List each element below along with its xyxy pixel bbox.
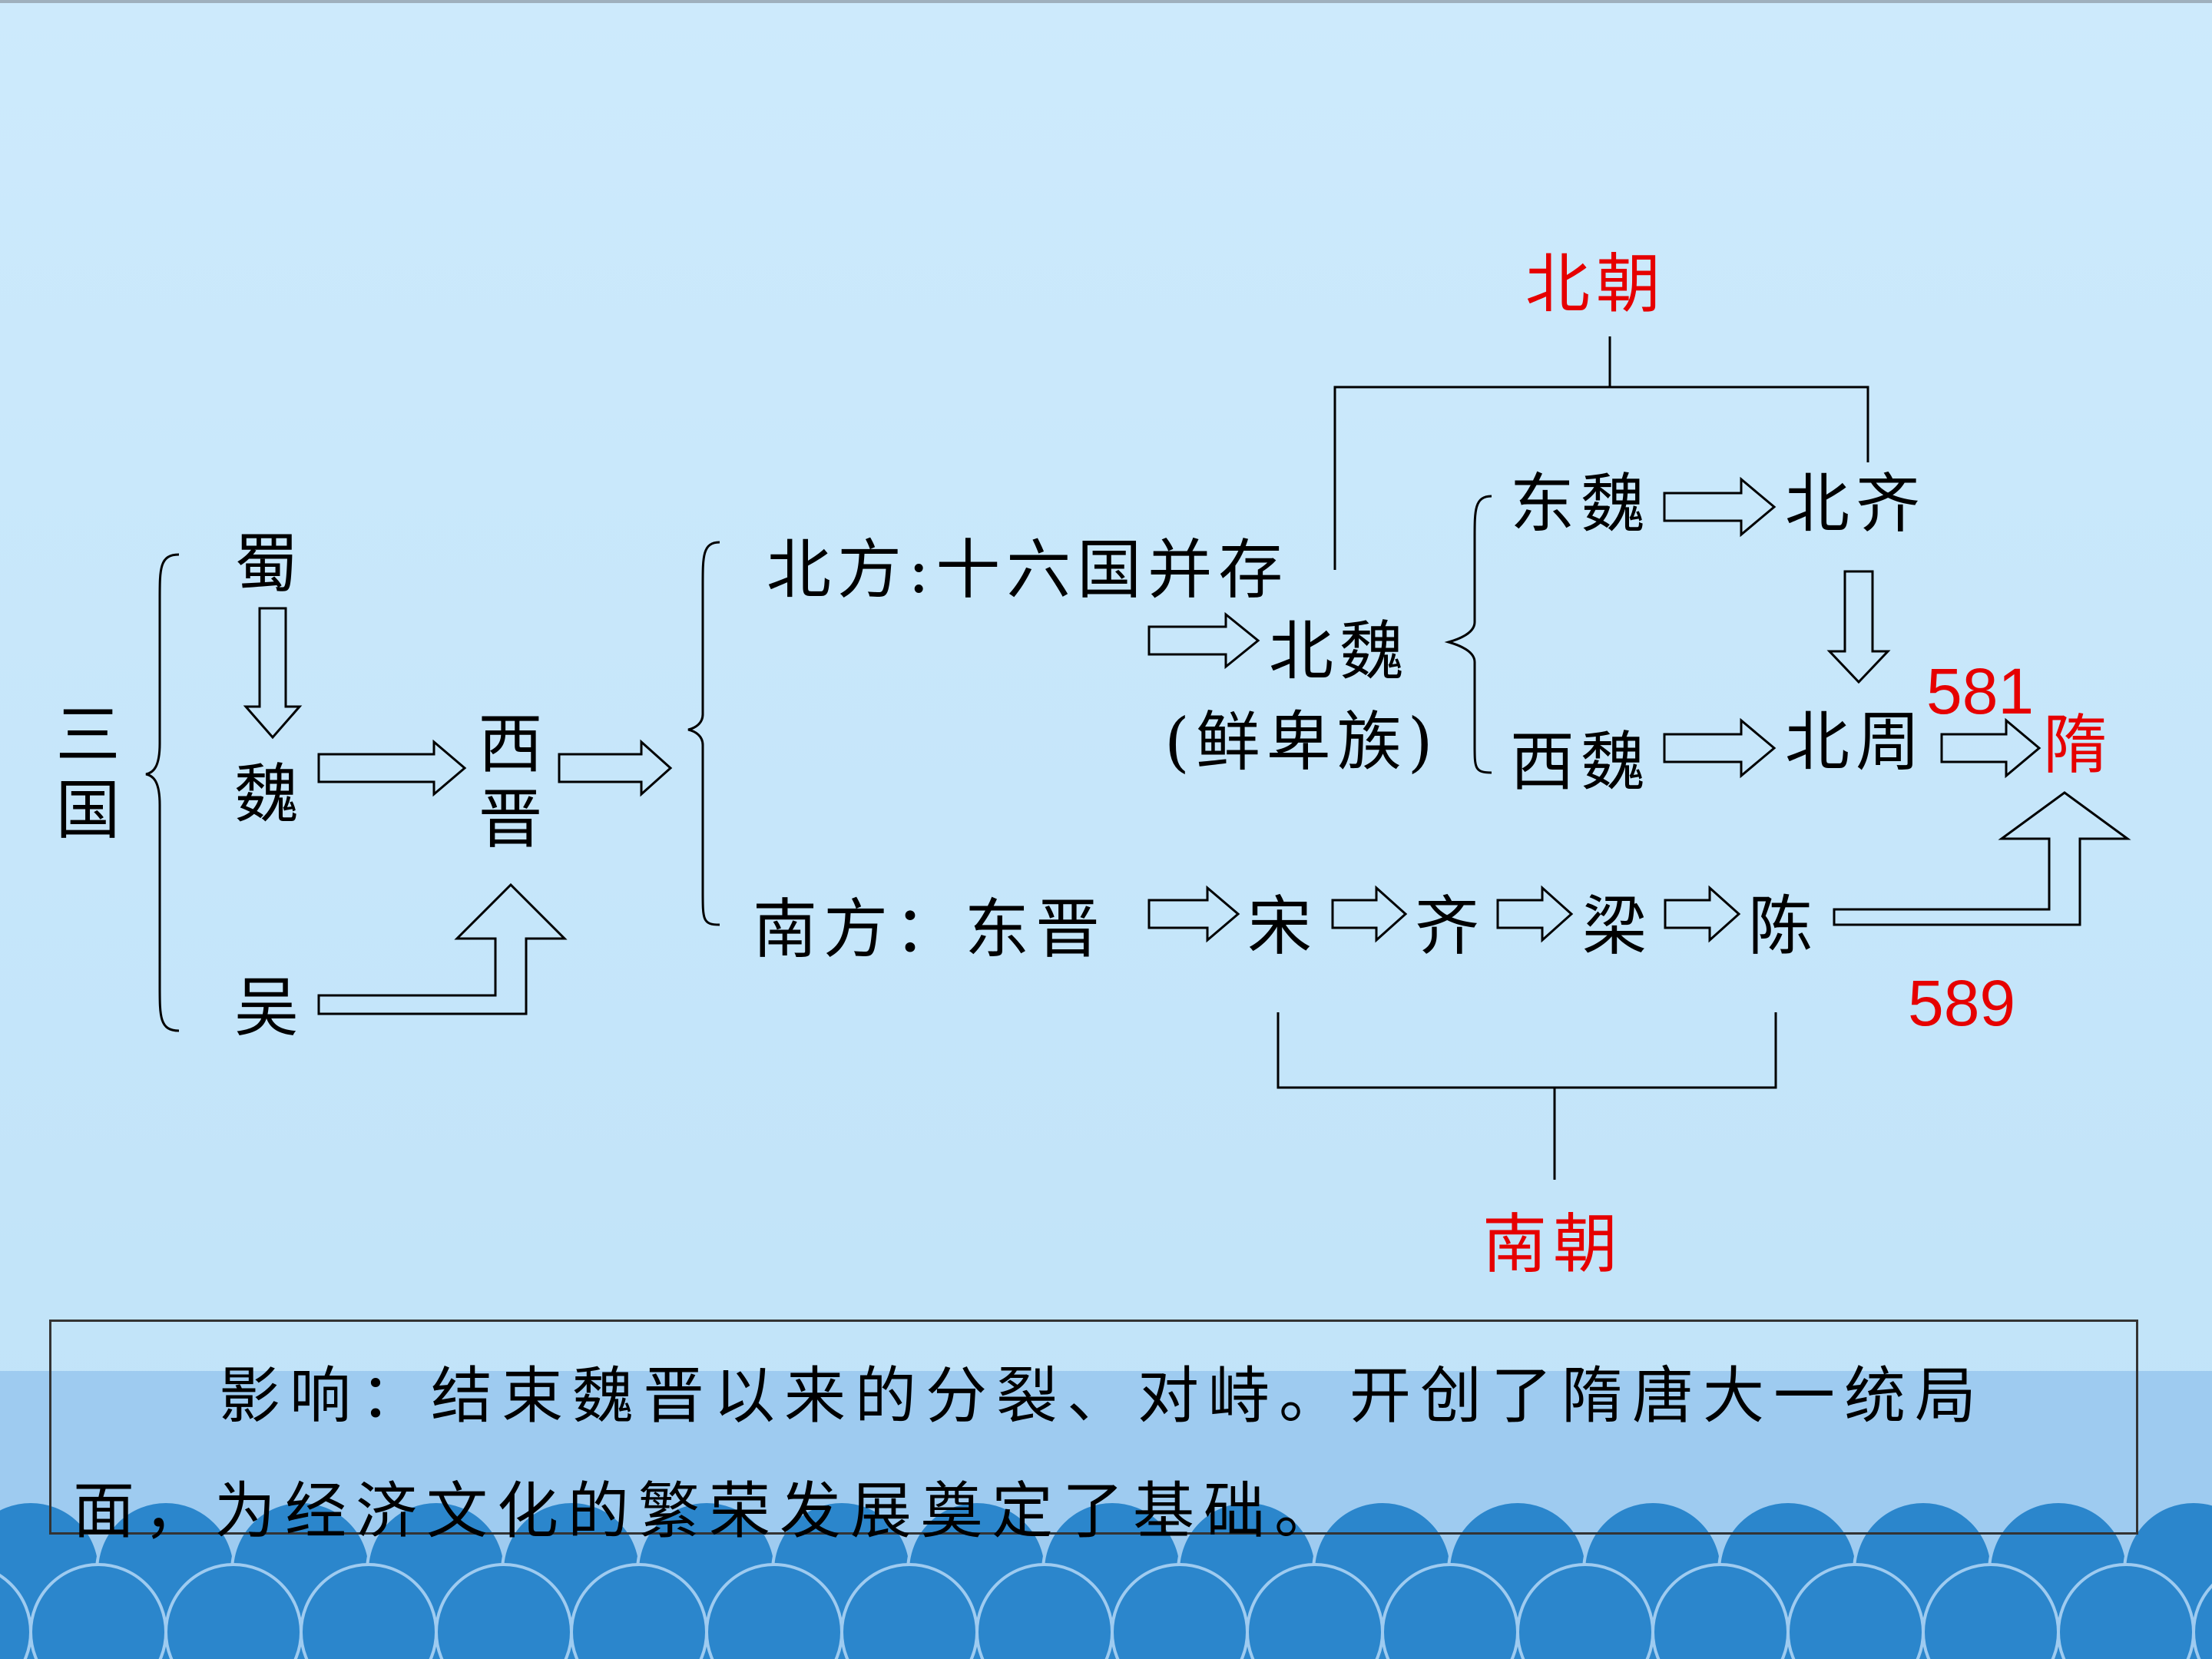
- label-qi: 齐: [1415, 889, 1486, 964]
- brace-east-west: [1444, 495, 1492, 774]
- arrow-beiqi-beizhou: [1826, 570, 1891, 684]
- label-beiwei: 北魏: [1269, 614, 1411, 689]
- label-year-581: 581: [1926, 655, 2035, 727]
- label-bei-chao: 北朝: [1525, 247, 1667, 322]
- label-song: 宋: [1247, 889, 1319, 964]
- brace-north-south: [687, 541, 720, 926]
- label-south: 南方：东晋: [753, 892, 1107, 967]
- label-dongwei: 东魏: [1510, 466, 1652, 541]
- label-xijin: 西晋: [468, 710, 543, 860]
- bracket-bei-chao: [1333, 386, 1869, 570]
- arrow-xiwei-beizhou: [1663, 717, 1777, 779]
- arrow-liang-chen: [1664, 885, 1741, 943]
- arrow-wu-xijin: [317, 882, 568, 1015]
- arrow-qi-liang: [1496, 885, 1574, 943]
- arrow-dongwei-beiqi: [1663, 476, 1777, 538]
- arrow-chen-sui: [1833, 791, 2131, 926]
- label-xianbei: (鲜卑族): [1164, 704, 1439, 780]
- label-wu: 吴: [234, 970, 306, 1045]
- label-beiqi: 北齐: [1785, 466, 1927, 541]
- wave-circle: [2192, 1583, 2212, 1659]
- arrow-xijin-split: [558, 739, 673, 797]
- arrow-shu-wei: [243, 607, 303, 740]
- label-year-589: 589: [1908, 967, 2016, 1039]
- label-shu: 蜀: [234, 526, 306, 601]
- arrow-to-beiwei: [1147, 611, 1260, 670]
- label-sanguo: 三国: [45, 700, 121, 851]
- label-nan-chao: 南朝: [1482, 1207, 1624, 1282]
- label-xiwei: 西魏: [1510, 724, 1652, 800]
- summary-text: 影响：结束魏晋以来的分裂、对峙。开创了隋唐大一统局面，为经济文化的繁荣发展奠定了…: [73, 1360, 1985, 1547]
- arrow-wei-xijin: [317, 739, 467, 797]
- arrow-song-qi: [1331, 885, 1408, 943]
- arrow-dongjin-song: [1147, 885, 1240, 943]
- label-chen: 陈: [1748, 889, 1820, 964]
- bracket-nan-chao: [1277, 1012, 1777, 1089]
- arrow-beizhou-sui: [1940, 717, 2041, 779]
- summary-box: 影响：结束魏晋以来的分裂、对峙。开创了隋唐大一统局面，为经济文化的繁荣发展奠定了…: [49, 1320, 2138, 1547]
- label-wei: 魏: [234, 757, 306, 832]
- label-liang: 梁: [1582, 889, 1654, 964]
- label-sui: 隋: [2043, 707, 2114, 783]
- label-beizhou: 北周: [1785, 704, 1927, 780]
- label-north: 北方:十六国并存: [767, 532, 1290, 608]
- brace-sanguo: [145, 553, 180, 1032]
